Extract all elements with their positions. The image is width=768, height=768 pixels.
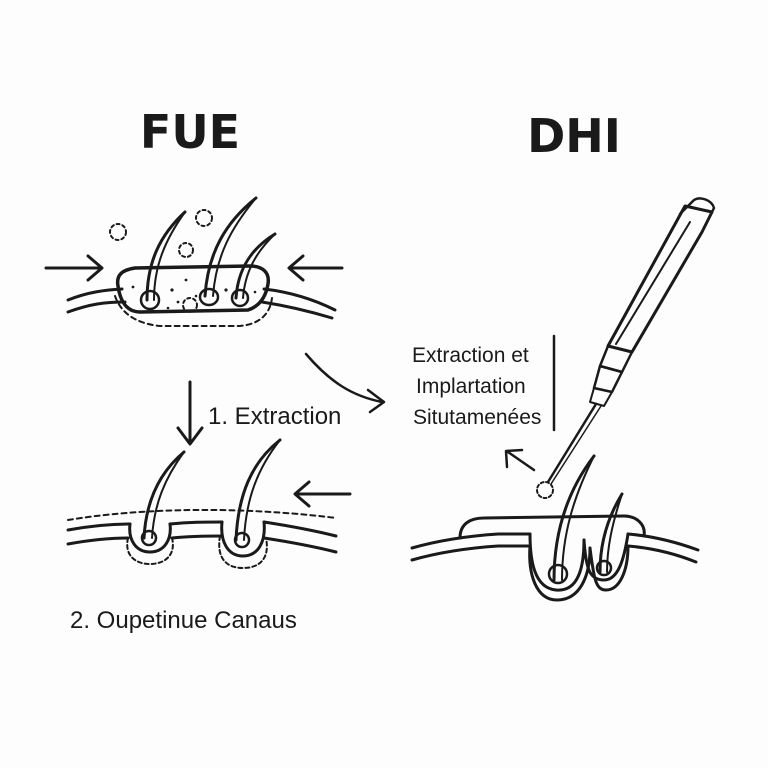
- fue-canal-1: [128, 522, 172, 554]
- fue-canal-hair-1-inner: [151, 451, 185, 539]
- fue-hair-1-inner: [153, 211, 186, 301]
- fue-dotted-circle-4: [182, 297, 198, 313]
- fue-follicle-2: [198, 287, 220, 307]
- dhi-label-line2: Implartation: [416, 375, 526, 398]
- fue-follicle-3: [230, 288, 250, 308]
- dhi-hair-2-inner: [606, 493, 623, 573]
- dhi-skin-illustration: [410, 454, 700, 602]
- fue-canal-hair-2-inner: [243, 439, 281, 541]
- fue-dotted-circle-2: [195, 209, 213, 227]
- step2-label: 2. Oupetinue Canaus: [70, 607, 297, 634]
- fue-canal-1-dashed: [126, 537, 174, 565]
- step1-label: 1. Extraction: [208, 403, 341, 430]
- fue-canal-follicle-1: [140, 529, 158, 547]
- fue-graft-speckles: [131, 278, 257, 310]
- dhi-implanter-pen: [546, 197, 716, 485]
- fue-graft-block: [115, 264, 271, 314]
- pen-needle: [546, 402, 598, 484]
- fue-canal-dashed-top: [67, 508, 337, 521]
- fue-canals-illustration: [66, 438, 352, 569]
- fue-canal-2-dashed: [218, 535, 268, 569]
- fue-canal-follicle-2: [233, 531, 251, 549]
- fue-hair-2: [203, 196, 258, 298]
- dhi-graft-dot: [536, 481, 554, 499]
- fue-canal-hair-2: [234, 438, 282, 542]
- fue-follicle-1: [139, 289, 161, 311]
- dhi-follicle-2: [595, 559, 613, 577]
- fue-canal-2: [220, 520, 266, 558]
- dhi-label-line3: Situtamenées: [413, 406, 541, 429]
- fue-hair-2-inner: [212, 197, 257, 297]
- pen-tip: [589, 387, 613, 407]
- pen-needle-edge: [550, 405, 602, 485]
- pen-cap: [678, 197, 716, 216]
- fue-skin-top-line-2: [66, 300, 334, 320]
- fue-extraction-illustration: [44, 196, 344, 327]
- fue-canal-hair-1: [142, 450, 186, 540]
- dhi-skin-line-2: [410, 544, 698, 564]
- dhi-hair-1: [552, 454, 596, 582]
- dhi-pocket-2-outer: [588, 544, 630, 592]
- dhi-pocket-1-outer: [528, 544, 592, 602]
- fue-canal-arrow: [293, 480, 352, 508]
- pen-inner-line: [615, 221, 691, 345]
- dhi-follicle-1: [547, 563, 569, 585]
- dhi-pocket-2: [582, 532, 630, 582]
- dhi-small-arrow: [504, 448, 536, 472]
- fue-down-arrow: [176, 380, 204, 446]
- fue-hair-1: [145, 210, 187, 302]
- fue-arrow-left: [44, 254, 104, 282]
- transfer-curved-arrow: [304, 352, 386, 414]
- dhi-label-line1: Extraction et: [412, 344, 529, 367]
- pen-body: [606, 204, 714, 354]
- fue-excision-dashed: [114, 295, 273, 327]
- fue-title: FUE: [140, 105, 240, 159]
- dhi-title: DHI: [527, 109, 621, 163]
- fue-dotted-circle-3: [178, 242, 194, 258]
- dhi-hair-2: [598, 492, 624, 574]
- fue-dotted-circle-1: [109, 223, 127, 241]
- fue-canal-skin-2: [66, 534, 338, 554]
- dhi-pocket-1: [528, 532, 586, 592]
- fue-arrow-right: [287, 254, 344, 282]
- fue-canal-skin-1: [66, 520, 338, 538]
- dhi-raised-graft: [458, 514, 646, 540]
